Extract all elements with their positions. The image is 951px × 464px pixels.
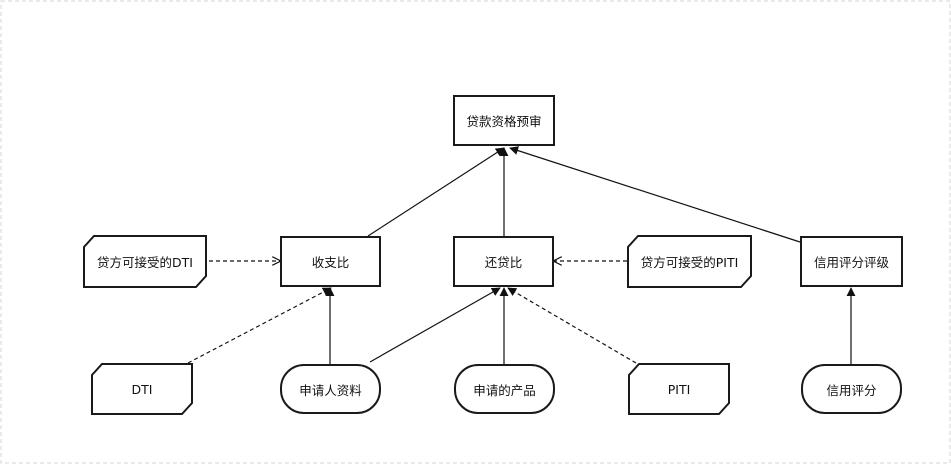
node-goal[interactable]: 贷款资格预审 <box>453 95 555 146</box>
link-dti-to-income <box>187 287 332 364</box>
node-dti[interactable]: DTI <box>92 364 192 414</box>
node-credit-score[interactable]: 信用评分 <box>801 364 902 414</box>
node-lender-piti[interactable]: 贷方可接受的PITI <box>628 236 751 287</box>
node-applied-product[interactable]: 申请的产品 <box>454 364 555 414</box>
node-piti[interactable]: PITI <box>629 364 729 414</box>
node-lender-dti-label: 贷方可接受的DTI <box>97 255 193 270</box>
node-repayment-ratio[interactable]: 还贷比 <box>453 236 554 287</box>
node-applicant-data[interactable]: 申请人资料 <box>280 364 381 414</box>
node-income-ratio-label: 收支比 <box>311 255 350 270</box>
node-goal-label: 贷款资格预审 <box>466 114 542 129</box>
node-income-ratio[interactable]: 收支比 <box>280 236 381 287</box>
node-lender-piti-label: 贷方可接受的PITI <box>640 255 739 270</box>
link-credit-to-goal <box>509 146 801 243</box>
node-piti-label: PITI <box>667 381 691 397</box>
node-applied-product-label: 申请的产品 <box>473 382 536 398</box>
link-applicant-to-repayment <box>369 287 501 363</box>
lender-piti-shape <box>627 235 752 288</box>
dti-input-shape <box>91 363 193 415</box>
lender-dti-shape <box>83 235 207 288</box>
node-dti-label: DTI <box>131 381 153 397</box>
node-applicant-data-label: 申请人资料 <box>299 382 362 398</box>
piti-input-shape <box>628 363 730 415</box>
node-credit-score-label: 信用评分 <box>826 382 877 398</box>
node-lender-dti[interactable]: 贷方可接受的DTI <box>84 236 206 287</box>
node-credit-rating-label: 信用评分评级 <box>813 255 889 270</box>
link-income-to-goal <box>367 147 505 237</box>
node-credit-rating[interactable]: 信用评分评级 <box>800 236 903 287</box>
node-repayment-ratio-label: 还贷比 <box>484 255 523 270</box>
link-piti-to-repayment <box>507 287 637 364</box>
